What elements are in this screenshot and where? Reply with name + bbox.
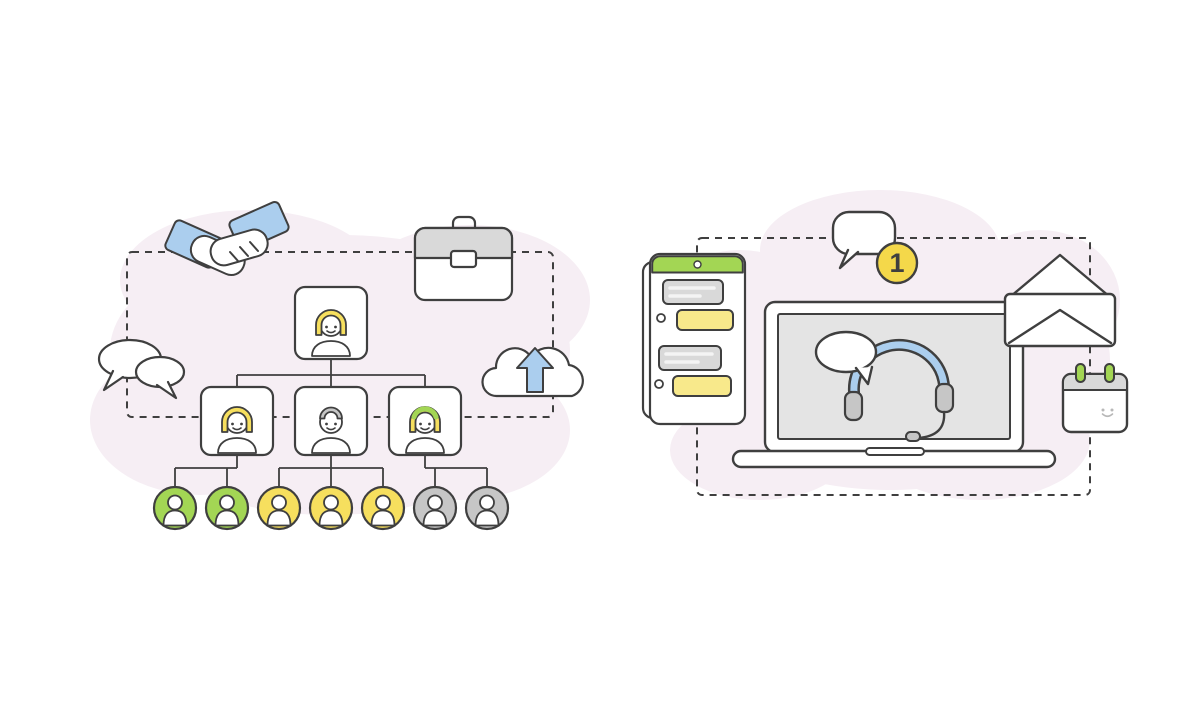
headset-earcup-left [843,390,864,422]
calendar-ring-left [1075,363,1086,383]
shirt [311,437,351,454]
hair [319,406,343,420]
laptop-screen [777,313,1011,440]
smile [420,427,430,431]
headset-mic-boom [916,410,946,440]
smile [232,427,242,431]
eye [325,422,328,426]
smile [326,330,336,334]
headset-earcup-right [934,382,955,414]
chat-avatar-dot-1 [656,313,666,323]
speech-bubble-icon [831,210,897,256]
screen-speech-bubble [814,330,878,374]
calendar-doodle-eye [1110,408,1114,412]
headset-icon [843,338,955,442]
headset-band [850,341,948,400]
team-member-avatar-green [152,485,198,531]
right-scene-online-support: 1 [641,190,1129,500]
team-member-avatar-gray [464,485,510,531]
eye [240,422,243,426]
manager-avatar-woman-blonde [311,309,351,357]
speech-bubble-large-tail [102,369,125,392]
team-member-avatar-yellow [308,485,354,531]
upload-arrow [516,347,554,393]
eye [428,422,431,426]
smile [326,427,336,431]
chat-window-icon [641,252,747,426]
briefcase-lid [413,226,514,260]
speech-bubble-small [134,355,186,389]
speech-bubbles-icon [97,338,186,400]
org-root-box [293,285,369,361]
org-lead-box-1 [199,385,275,457]
eye [325,325,328,329]
team-member-avatar-yellow [256,485,302,531]
org-chart-connectors [174,359,488,487]
shirt [405,437,445,454]
envelope-icon [1003,253,1117,348]
laptop-hinge-notch [865,447,925,456]
eye [334,325,337,329]
notification-bubble: 1 [831,210,919,285]
handshake-fingers [229,241,259,262]
screen-speech-bubble-tail [854,365,874,386]
handshake-icon [164,201,290,277]
chat-bubble-gray-1 [662,279,724,305]
chat-bubble-gray-2-lines [664,352,714,364]
chat-bubble-yellow-2 [672,375,732,397]
briefcase-handle [451,215,477,230]
lead-avatar-woman-green-headband [405,406,445,454]
chat-bubble-gray-1-lines [668,286,716,298]
hair [221,406,253,433]
envelope-body [1003,292,1117,348]
team-member-avatar-green [204,485,250,531]
calendar-icon [1061,363,1129,434]
speech-bubble-small-tail [155,380,178,400]
notification-badge [875,241,919,285]
cloud-upload-icon [481,346,584,398]
shirt [217,437,257,454]
team-member-avatar-gray [412,485,458,531]
speech-bubble-tail [838,248,860,270]
org-lead-box-2 [293,385,369,457]
calendar-doodle-smile [1101,413,1114,418]
chat-bubble-yellow-1 [676,309,734,331]
team-member-avatar-yellow [360,485,406,531]
left-scene-team-org-chart [90,201,590,531]
notification-count: 1 [889,248,904,278]
lead-avatar-man-gray-hair [311,406,351,454]
green-headband [411,406,439,420]
chat-camera-dot [693,260,702,269]
org-lead-box-3 [387,385,463,457]
eye [231,422,234,426]
calendar-ring-right [1104,363,1115,383]
briefcase-clasp [449,249,478,269]
calendar-doodle-eye [1101,408,1105,412]
briefcase-icon [413,215,514,302]
lead-avatar-woman-blonde [217,406,257,454]
envelope-fold-lines [1007,308,1113,345]
eye [334,422,337,426]
shirt [311,340,351,357]
chat-bubble-gray-2 [658,345,722,371]
laptop-icon [731,300,1057,469]
eye [419,422,422,426]
calendar-header-band [1062,373,1128,391]
chat-avatar-dot-2 [654,379,664,389]
headset-mic-tip [905,431,921,442]
hair [315,309,347,336]
